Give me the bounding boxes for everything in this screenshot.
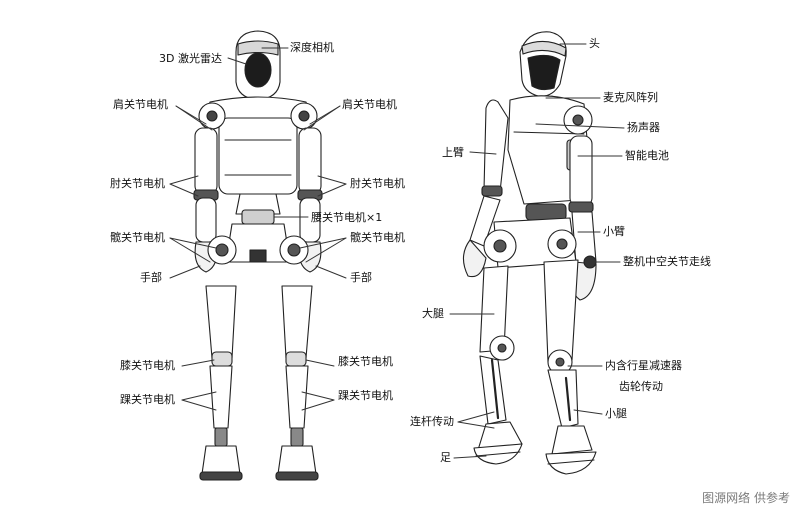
label-depth-camera: 深度相机 [290, 41, 334, 54]
label-mic-array: 麦克风阵列 [603, 91, 658, 104]
label-elbow-motor-right: 肘关节电机 [350, 177, 405, 190]
label-hand-right: 手部 [350, 271, 372, 284]
label-speaker: 扬声器 [627, 121, 660, 134]
label-gear-transmission: 齿轮传动 [619, 380, 663, 393]
label-upper-arm: 上臂 [442, 146, 464, 159]
label-3d-lidar: 3D 激光雷达 [159, 52, 222, 65]
label-knee-motor-left: 膝关节电机 [120, 359, 175, 372]
label-foot: 足 [440, 451, 451, 464]
label-planetary-reducer: 内含行星减速器 [605, 359, 682, 372]
label-thigh: 大腿 [422, 307, 444, 320]
label-ankle-motor-right: 踝关节电机 [338, 389, 393, 402]
label-shank: 小腿 [605, 407, 627, 420]
label-waist-motor: 腰关节电机×1 [311, 211, 383, 224]
label-hip-motor-right: 髋关节电机 [350, 231, 405, 244]
front-robot [193, 30, 323, 481]
label-head: 头 [589, 37, 600, 50]
leader-lines [169, 43, 625, 459]
side-robot [462, 31, 597, 475]
label-elbow-motor-left: 肘关节电机 [110, 177, 165, 190]
label-hip-motor-left: 髋关节电机 [110, 231, 165, 244]
label-shoulder-motor-right: 肩关节电机 [342, 98, 397, 111]
label-hand-left: 手部 [140, 271, 162, 284]
label-hollow-joint-routing: 整机中空关节走线 [623, 255, 711, 268]
label-forearm: 小臂 [603, 225, 625, 238]
label-ankle-motor-left: 踝关节电机 [120, 393, 175, 406]
label-shoulder-motor-left: 肩关节电机 [113, 98, 168, 111]
label-linkage: 连杆传动 [410, 415, 454, 428]
label-smart-battery: 智能电池 [625, 149, 669, 162]
watermark: 图源网络 供参考 [702, 491, 790, 505]
label-knee-motor-right: 膝关节电机 [338, 355, 393, 368]
